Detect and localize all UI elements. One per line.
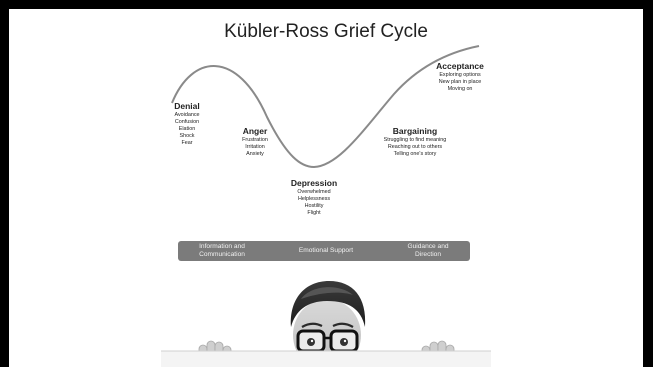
stage-item: Exploring options: [439, 72, 481, 78]
peeking-man-photo: [161, 281, 491, 367]
stage-item: Irritation: [245, 144, 265, 150]
stage-name: Denial: [174, 101, 200, 111]
stage-item: Anxiety: [246, 151, 264, 157]
stage-name: Bargaining: [392, 126, 438, 136]
stage-denial: Denial Avoidance Confusion Elation Shock…: [159, 101, 215, 147]
stage-item: Avoidance: [174, 112, 200, 118]
stage-item: Frustration: [242, 137, 268, 143]
grief-curve: [171, 45, 480, 169]
stage-depression: Depression Overwhelmed Helplessness Host…: [281, 178, 347, 217]
stage-item: Moving on: [447, 86, 473, 92]
stage-item: Shock: [179, 133, 195, 139]
stage-name: Anger: [242, 126, 268, 136]
banner-label-left: Information and Communication: [199, 243, 245, 258]
banner-label-center: Emotional Support: [298, 247, 354, 254]
stage-item: Overwhelmed: [297, 189, 331, 195]
support-banner: Information and Communication Emotional …: [178, 241, 470, 261]
stage-item: Flight: [307, 210, 321, 216]
stage-bargaining: Bargaining Struggling to find meaning Re…: [365, 126, 465, 158]
stage-item: Fear: [181, 140, 193, 146]
stage-name: Acceptance: [436, 61, 484, 71]
banner-label-right: Guidance and Direction: [407, 243, 449, 258]
stage-item: Elation: [178, 126, 196, 132]
stage-name: Depression: [290, 178, 338, 188]
slide-title: Kübler-Ross Grief Cycle: [224, 21, 428, 42]
stage-item: Telling one's story: [393, 151, 437, 157]
slide: Kübler-Ross Grief Cycle Denial Avoidance…: [9, 9, 643, 367]
stage-item: New plan in place: [438, 79, 482, 85]
stage-item: Helplessness: [297, 196, 331, 202]
stage-item: Reaching out to others: [387, 144, 443, 150]
stage-item: Struggling to find meaning: [383, 137, 447, 143]
stage-anger: Anger Frustration Irritation Anxiety: [227, 126, 283, 158]
stage-item: Hostility: [304, 203, 324, 209]
stage-item: Confusion: [174, 119, 200, 125]
stage-acceptance: Acceptance Exploring options New plan in…: [427, 61, 493, 93]
